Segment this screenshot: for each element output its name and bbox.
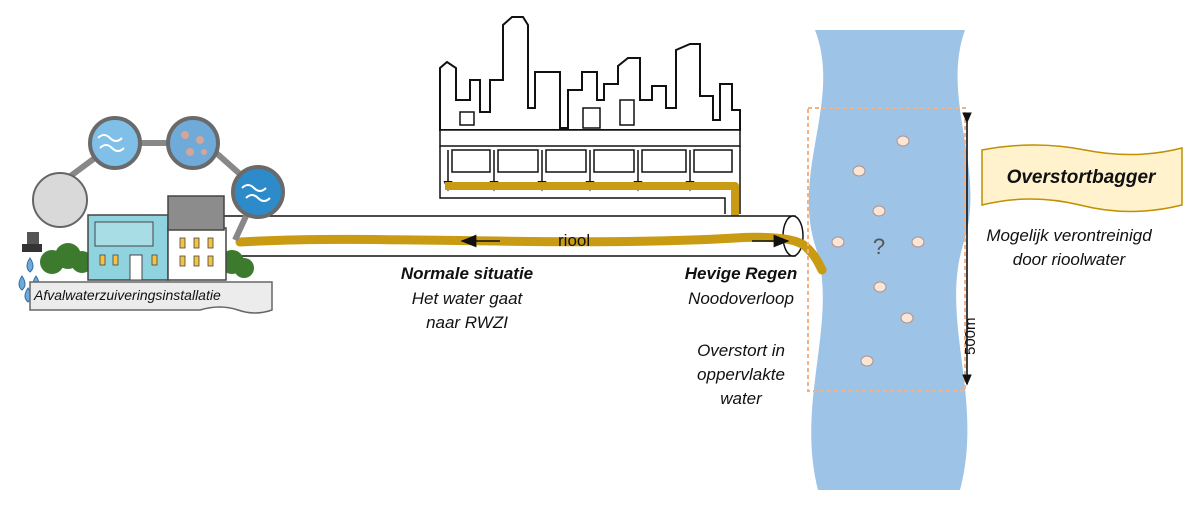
treatment-plant [18,116,285,314]
tank-1 [88,116,142,170]
trees [40,243,254,278]
normal-situation-line-1: Het water gaat [411,289,523,308]
normal-situation-line-2: naar RWZI [426,313,508,332]
survey-area-box [807,107,966,392]
banner-subtitle-line-2: door rioolwater [1012,250,1126,269]
sample-points [831,135,925,367]
tank-3 [231,165,285,219]
distance-label: 500m [962,317,979,355]
question-mark-icon: ? [873,234,885,259]
plant-label-banner [29,281,273,314]
tank-2 [166,116,220,170]
river [808,30,971,490]
riool-label: riool [558,231,591,250]
collector-sewer [439,129,741,214]
overflow-line-1: Overstort in [697,341,785,360]
heavy-rain-title: Hevige Regen [684,264,798,283]
banner-subtitle-line-1: Mogelijk verontreinigd [986,226,1152,245]
sewage-flow [235,232,827,275]
banner-title: Overstortbagger [1006,167,1156,188]
emergency-overflow-label: Noodoverloop [688,289,794,308]
plant-label: Afvalwaterzuiveringsinstallatie [34,287,221,303]
overstortbagger-banner [981,144,1183,213]
city-skyline [439,16,741,131]
overflow-line-2: oppervlakte [697,365,785,384]
overflow-line-3: water [720,389,762,408]
normal-situation-title: Normale situatie [400,264,534,283]
